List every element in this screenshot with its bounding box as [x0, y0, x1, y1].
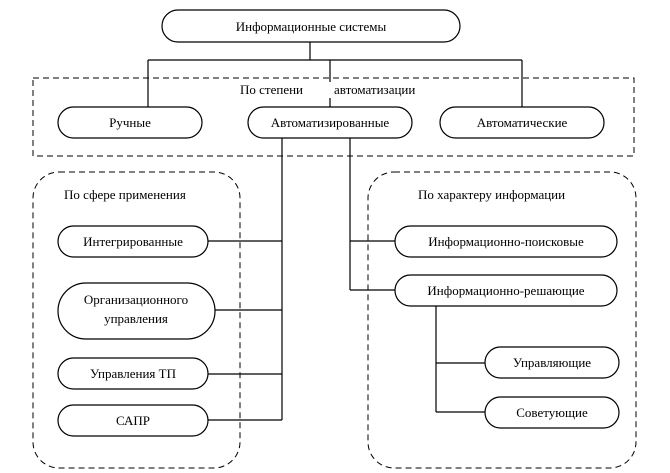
automation-label-backdrop	[236, 82, 432, 98]
svg-text:Ручные: Ручные	[109, 115, 151, 130]
information-group-label: По характеру информации	[418, 187, 565, 202]
node-integrated: Интегрированные	[57, 225, 209, 258]
connectors	[147, 42, 523, 421]
svg-text:Информационные системы: Информационные системы	[236, 19, 387, 34]
svg-text:Информационно-решающие: Информационно-решающие	[427, 283, 584, 298]
svg-text:Управляющие: Управляющие	[513, 355, 591, 370]
svg-text:Интегрированные: Интегрированные	[83, 234, 183, 249]
svg-text:Автоматические: Автоматические	[477, 115, 568, 130]
automation-group-label: По степени	[240, 82, 303, 97]
root-node: Информационные системы	[161, 9, 461, 43]
svg-text:Советующие: Советующие	[516, 405, 588, 420]
automation-group-frame	[32, 77, 635, 157]
svg-text:управления: управления	[104, 311, 168, 326]
node-manual: Ручные	[57, 106, 203, 139]
svg-text:Автоматизированные: Автоматизированные	[271, 115, 390, 130]
node-automated: Автоматизированные	[247, 106, 413, 139]
node-info-decision: Информационно-решающие	[394, 274, 618, 307]
svg-text:Информационно-поисковые: Информационно-поисковые	[428, 234, 584, 249]
node-controlling: Управляющие	[484, 346, 620, 379]
svg-text:Организационного: Организационного	[84, 292, 188, 307]
svg-text:Управления ТП: Управления ТП	[90, 366, 176, 381]
node-sapr: САПР	[57, 404, 209, 437]
node-tp-management: Управления ТП	[57, 357, 209, 390]
node-org-management: Организационного управления	[57, 282, 216, 340]
node-automatic: Автоматические	[439, 106, 605, 139]
automation-group-label-cont: автоматизации	[334, 82, 415, 97]
node-advising: Советующие	[484, 396, 620, 429]
svg-text:САПР: САПР	[116, 413, 150, 428]
application-group-label: По сфере применения	[64, 187, 186, 202]
node-info-search: Информационно-поисковые	[394, 225, 618, 258]
